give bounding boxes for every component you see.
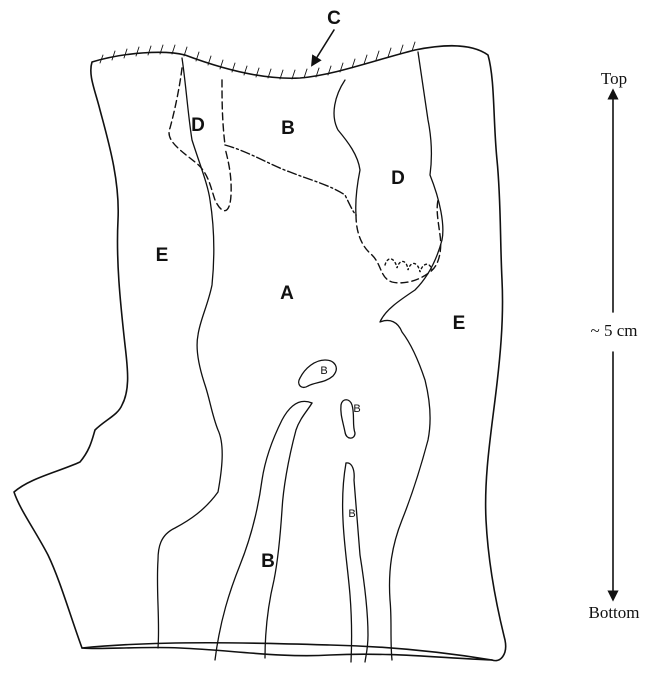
scale-bottom-label: Bottom [588, 603, 639, 622]
top-hatching [100, 42, 415, 79]
region-d-left-label: D [191, 115, 205, 136]
c-arrow [314, 30, 334, 62]
left-e-boundary [157, 58, 222, 648]
right-d-lower-edge [356, 200, 441, 283]
top-b-boundary [225, 145, 356, 215]
lower-vein-left [343, 463, 352, 662]
right-d-scallops [385, 259, 432, 272]
region-e-right-label: E [453, 313, 466, 334]
region-b-small-label-1: B [320, 365, 327, 377]
left-d-boundary [169, 68, 231, 211]
bottom-edge [82, 643, 492, 660]
left-d-inner [222, 80, 225, 145]
scale-top-label: Top [601, 69, 627, 88]
lower-b-left-edge [215, 401, 312, 660]
specimen-outline [14, 46, 506, 661]
region-a-label: A [280, 283, 294, 304]
right-e-boundary [380, 52, 443, 660]
region-b-top-label: B [281, 118, 295, 139]
scale-length-label: ~ 5 cm [591, 321, 638, 340]
region-e-left-label: E [156, 245, 169, 266]
small-b-enclosure-1 [299, 360, 337, 387]
lower-vein-right [346, 463, 368, 662]
region-b-small-label-3: B [348, 508, 355, 520]
region-b-bottom-label: B [261, 551, 275, 572]
right-d-left-edge [334, 80, 360, 215]
region-c-label: C [327, 8, 341, 29]
region-d-right-label: D [391, 168, 405, 189]
region-b-small-label-2: B [353, 403, 360, 415]
